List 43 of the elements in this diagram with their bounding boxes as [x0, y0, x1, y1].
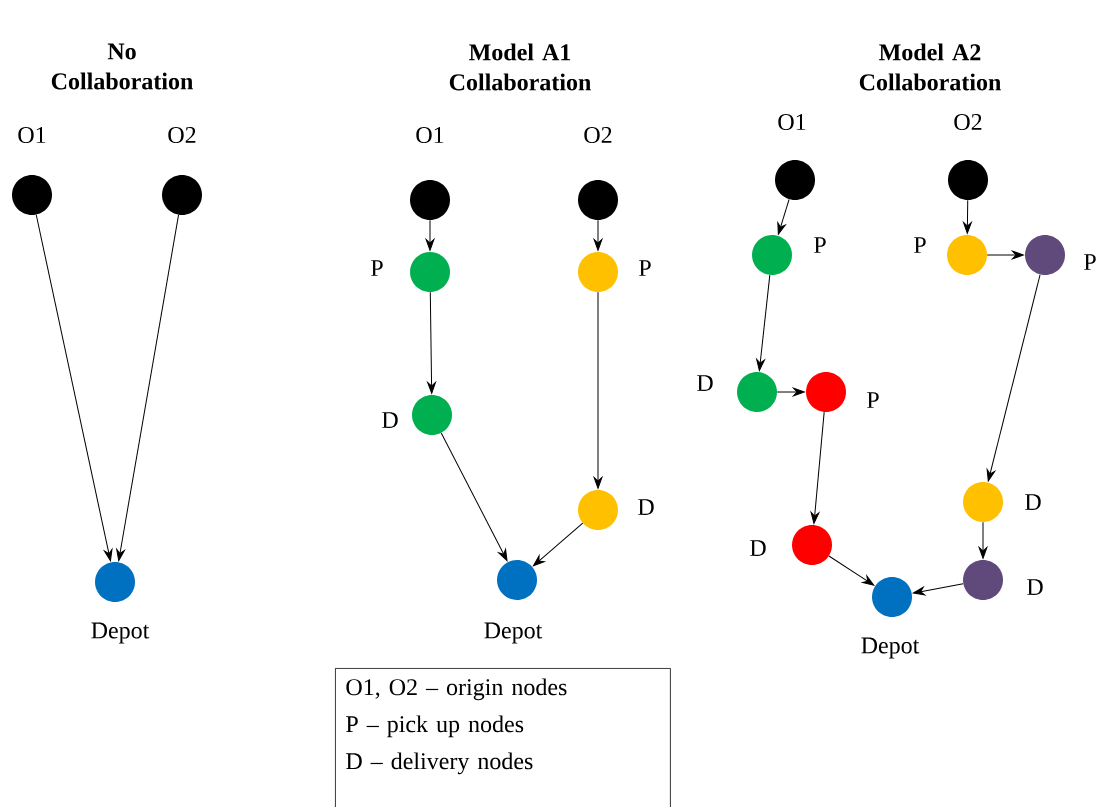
arrow: [593, 291, 603, 489]
legend-box: O1, O2 – origin nodes P – pick up nodes D – delivery nodes: [335, 668, 671, 807]
panel-heading: Model A2 Collaboration: [859, 43, 1001, 91]
node-label: P: [639, 260, 651, 276]
node-label: Depot: [861, 637, 920, 659]
arrow: [978, 521, 988, 559]
node-label: Depot: [91, 622, 150, 644]
arrow: [427, 291, 436, 394]
node-label: P: [914, 237, 926, 253]
node-label: O2: [954, 113, 982, 131]
node-label: P: [371, 260, 383, 276]
arrow: [777, 198, 790, 235]
arrow: [810, 411, 825, 524]
arrow: [440, 432, 508, 562]
arrow: [593, 219, 603, 251]
panel-heading: Model A1 Collaboration: [449, 43, 591, 91]
node-label: D: [1025, 494, 1041, 510]
node-label: D: [382, 412, 398, 428]
arrow: [116, 214, 180, 562]
panel-heading: No Collaboration: [51, 43, 193, 90]
arrow: [425, 219, 435, 251]
node-label: O1: [18, 126, 46, 144]
arrow: [912, 583, 964, 596]
node-label: P: [867, 392, 879, 408]
node-label: O2: [168, 126, 196, 144]
arrow: [963, 199, 972, 234]
arrow: [35, 214, 113, 562]
node-label: D: [697, 375, 713, 391]
arrow: [828, 555, 875, 586]
arrow: [756, 274, 771, 371]
arrow: [532, 522, 584, 567]
node-label: D: [638, 499, 654, 515]
arrow: [776, 387, 805, 397]
node-label: D: [750, 540, 766, 556]
node-label: D: [1027, 579, 1043, 595]
node-label: P: [814, 237, 826, 253]
node-label: O1: [416, 126, 444, 144]
arrow: [986, 250, 1024, 260]
node-label: O1: [778, 113, 806, 131]
node-label: P: [1084, 254, 1096, 270]
arrow: [986, 274, 1041, 482]
node-label: Depot: [484, 622, 543, 644]
node-label: O2: [584, 126, 612, 144]
